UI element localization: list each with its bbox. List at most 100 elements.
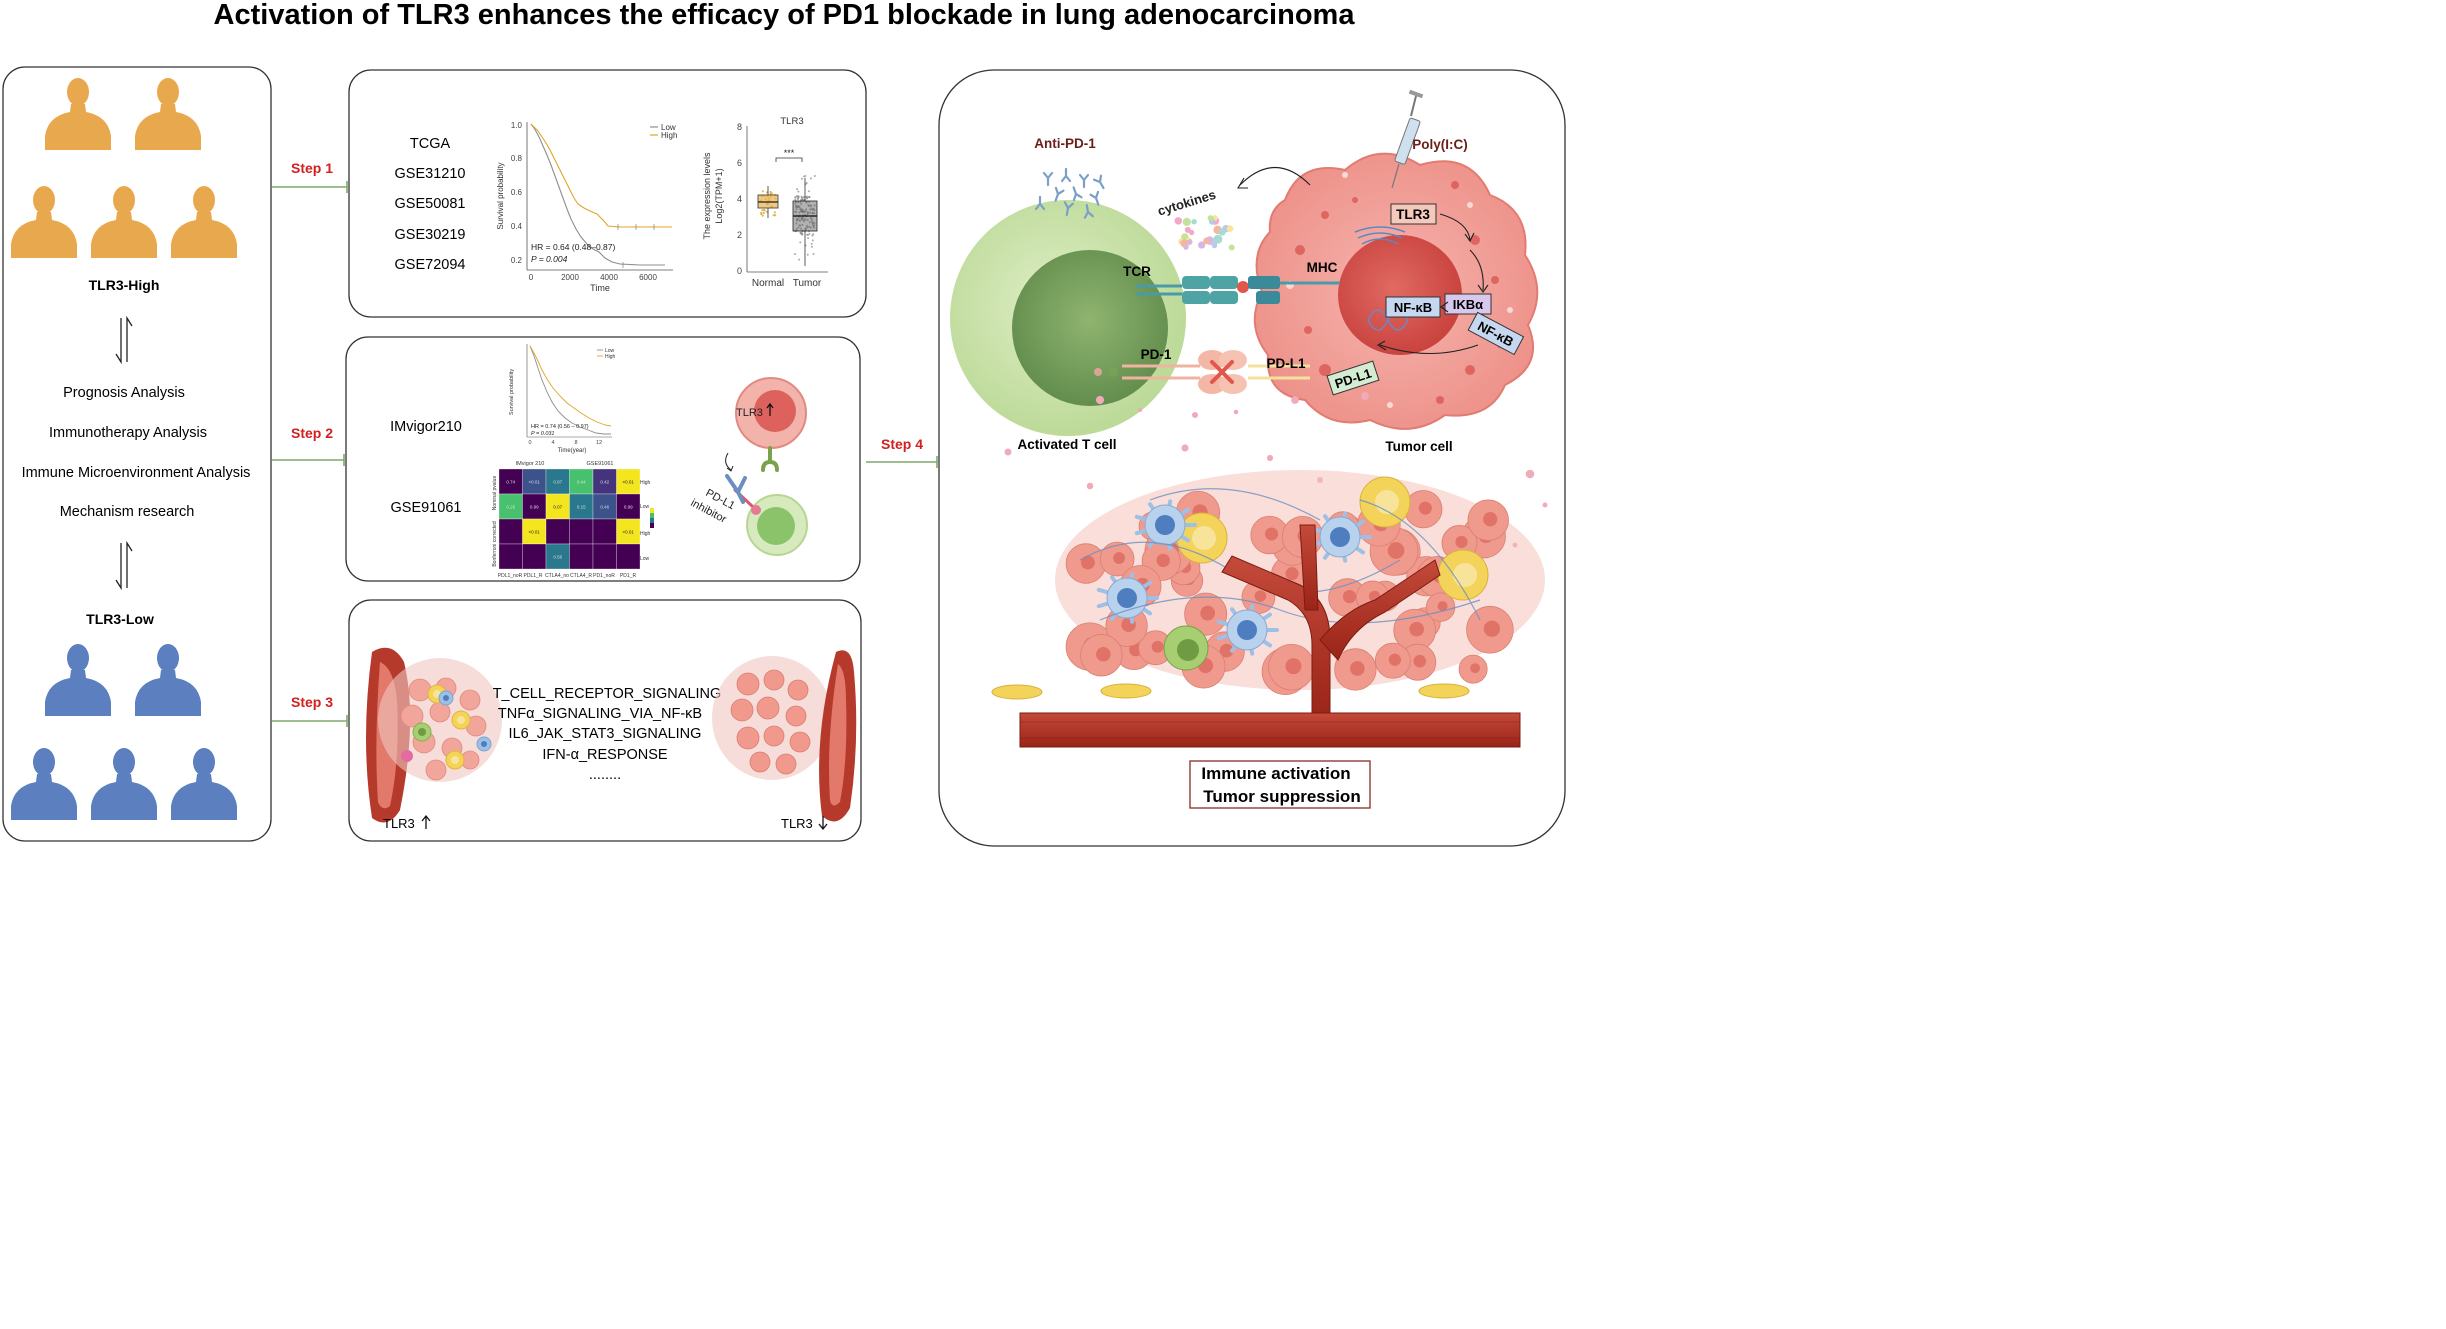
heatmap-rowlabel: High [640,480,651,486]
antibody-icon [1063,201,1074,216]
heatmap-cell [616,543,641,570]
step1-panel [348,69,867,318]
box-point [810,242,813,245]
box-point [802,210,805,213]
heatmap-cell-value: <0.01 [529,480,541,485]
km-xtick: 0 [529,273,534,282]
cytokine-dot [1198,241,1206,249]
pdl1-receptor-icon [761,446,779,472]
box-point [802,196,805,199]
km2-ylabel: Survival probability [509,369,515,415]
dataset-name: GSE50081 [395,196,466,212]
box-point [806,211,809,214]
box-point [808,221,811,224]
cytokine-dot [1182,217,1191,227]
km-xtick: 4000 [600,273,618,282]
heatmap-rowlabel: High [640,531,651,537]
box-point [794,196,797,199]
dataset-name: IMvigor210 [390,419,462,435]
km2-xtick: 0 [528,440,531,446]
heatmap-cell-value: 0.99 [530,505,539,510]
box-point [805,224,808,227]
box-point [765,210,769,213]
km2-xtick: 8 [574,440,577,446]
box-ytick: 4 [737,194,742,204]
dataset-name: GSE72094 [395,257,466,273]
box-point [761,208,764,212]
antibody-icon [1042,171,1054,187]
heatmap-cell-value: 0.42 [600,480,609,485]
km-ytick: 0.8 [511,154,523,163]
heatmap-rowlabel: Low [640,556,650,562]
km-ytick: 0.6 [511,188,523,197]
box-point [800,232,803,235]
nfkb-box [1385,296,1441,318]
heatmap-collabel: PDL1_noR [498,573,523,579]
antibody-icon [1054,186,1065,202]
box-point [808,196,811,199]
km-xtick: 6000 [639,273,657,282]
box-point [798,258,801,261]
heatmap-cell [522,543,547,570]
vesicle [1095,395,1105,405]
box-point [797,195,800,198]
block-x-icon [1210,360,1234,384]
box-point [799,227,802,230]
tumor-microenvironment [991,470,1545,748]
box-point [761,190,764,193]
tissue-high-illustration [366,647,502,823]
anti-pd1-antibodies [1034,167,1105,219]
box-ylabel-2: Log2(TPM+1) [714,168,724,223]
pd1-label: PD-1 [1141,347,1172,362]
heatmap-header: IMvigor 210 [516,461,545,467]
tlr3-up-label: TLR3 [736,407,763,419]
heatmap-cell-value: 0.74 [506,480,515,485]
heatmap-cell [569,543,594,570]
box-xlabel: Tumor [793,278,822,289]
box-point [805,201,808,204]
tlr3-up-text: TLR3 [383,816,415,831]
box-point [807,190,810,193]
km-xlabel: Time [590,283,610,293]
arrow-down-icon [818,816,828,831]
box-point [800,196,803,199]
ikba-label: IKBα [1453,297,1483,312]
pathway-item: T_CELL_RECEPTOR_SIGNALING [493,686,722,702]
step1-dataset-list: TCGA GSE31210 GSE50081 GSE30219 GSE72094 [395,136,466,273]
vesicle [1181,444,1189,452]
box-point [806,213,809,216]
box-point [795,228,798,231]
box-point [811,212,814,215]
box-point [798,206,801,209]
outcome-line-1: Immune activation [1201,764,1350,783]
heatmap-cell-value: <0.01 [623,480,635,485]
box-point [796,188,799,191]
km-ytick: 1.0 [511,121,523,130]
box-point [803,175,806,178]
dendritic-cell [1216,604,1279,656]
km-ylabel: Survival probability [496,162,505,229]
equilibrium-arrows-top [115,315,133,365]
box-point [795,222,798,225]
dendritic-cell [1134,499,1197,551]
km2-legend-high: High [605,354,616,360]
box-point [809,226,812,229]
box-point [794,198,797,201]
km2-curve-high [529,345,612,427]
heatmap-cell [569,518,594,545]
box-point [801,223,804,226]
analysis-item: Immune Microenvironment Analysis [22,465,251,481]
box-point [813,209,816,212]
tlr3-box [1390,203,1437,225]
heatmap-cell-value: 0.46 [600,505,609,510]
boxplot-tlr3: TLR3 8 6 4 2 0 The expression levels Log… [702,116,828,289]
heatmap-cell [545,518,570,545]
box-point [811,239,814,242]
box-point [812,253,815,256]
tlr3-high-label: TLR3-High [89,277,160,293]
heatmap-cell-value: 0.15 [577,505,586,510]
heatmap-cell-value: <0.01 [623,530,635,535]
antibody-icon [1078,173,1090,189]
box-point [796,219,799,222]
cytokine-arrow [1239,166,1311,186]
